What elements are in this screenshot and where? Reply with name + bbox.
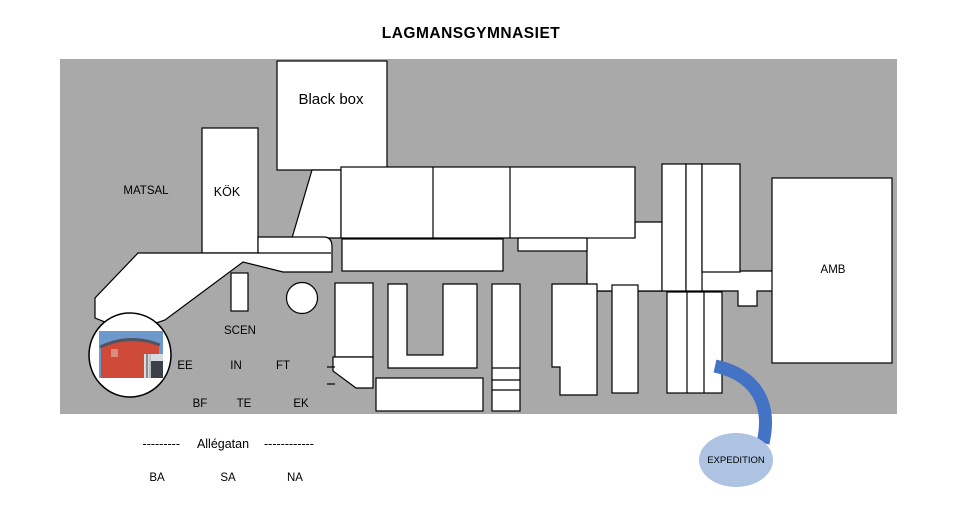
label-program-bf: BF (193, 398, 208, 410)
corridor-central (341, 238, 504, 272)
label-program-na: NA (287, 472, 303, 484)
room-amb (771, 177, 893, 364)
stairwell (491, 283, 521, 412)
label-program-te: TE (237, 398, 252, 410)
label-program-ee: EE (177, 360, 193, 372)
label-scen: SCEN (224, 325, 256, 337)
label-expedition: EXPEDITION (707, 455, 765, 466)
label-program-ba: BA (149, 472, 165, 484)
label-kok: KÖK (214, 185, 241, 199)
rooms-layer (88, 60, 893, 412)
scen-entrance (230, 272, 249, 312)
strip-room-a (661, 163, 687, 292)
label-program-ek: EK (293, 398, 309, 410)
strip-room-e (666, 291, 723, 394)
label-program-sa: SA (220, 472, 236, 484)
room-lower-4 (551, 283, 598, 396)
label-matsal: MATSAL (123, 185, 169, 197)
room-lower-3 (375, 377, 484, 412)
room-black-box (276, 60, 388, 171)
corridor-step (517, 237, 588, 252)
strip-room-c (701, 163, 741, 273)
strip-room-b (685, 163, 703, 292)
photo-window (151, 361, 163, 378)
entrance-photo (99, 331, 163, 378)
room-lower-1-annex (332, 356, 374, 389)
photo-sign (111, 349, 118, 357)
top-classrooms (340, 166, 636, 239)
curved-arrow (713, 359, 772, 445)
label-program-in: IN (230, 360, 242, 372)
label-black-box: Black box (298, 91, 364, 108)
label-program-ft: FT (276, 360, 290, 372)
street-label-allegatan: Allégatan (197, 437, 249, 451)
photo-roofline (99, 338, 161, 349)
label-amb: AMB (821, 264, 846, 276)
room-lower-2 (387, 283, 478, 369)
expedition-ellipse (699, 433, 773, 487)
page-title: LAGMANSGYMNASIET (382, 25, 561, 42)
strip-room-d (611, 284, 639, 394)
street-dashes-right: ------------ (264, 437, 314, 451)
labels-layer: Black box MATSAL KÖK AMB SCEN EE IN FT B… (123, 91, 845, 484)
room-lower-1 (334, 282, 374, 358)
round-room (285, 281, 319, 315)
street-dashes-left: --------- (143, 437, 180, 451)
room-kok (201, 127, 259, 254)
